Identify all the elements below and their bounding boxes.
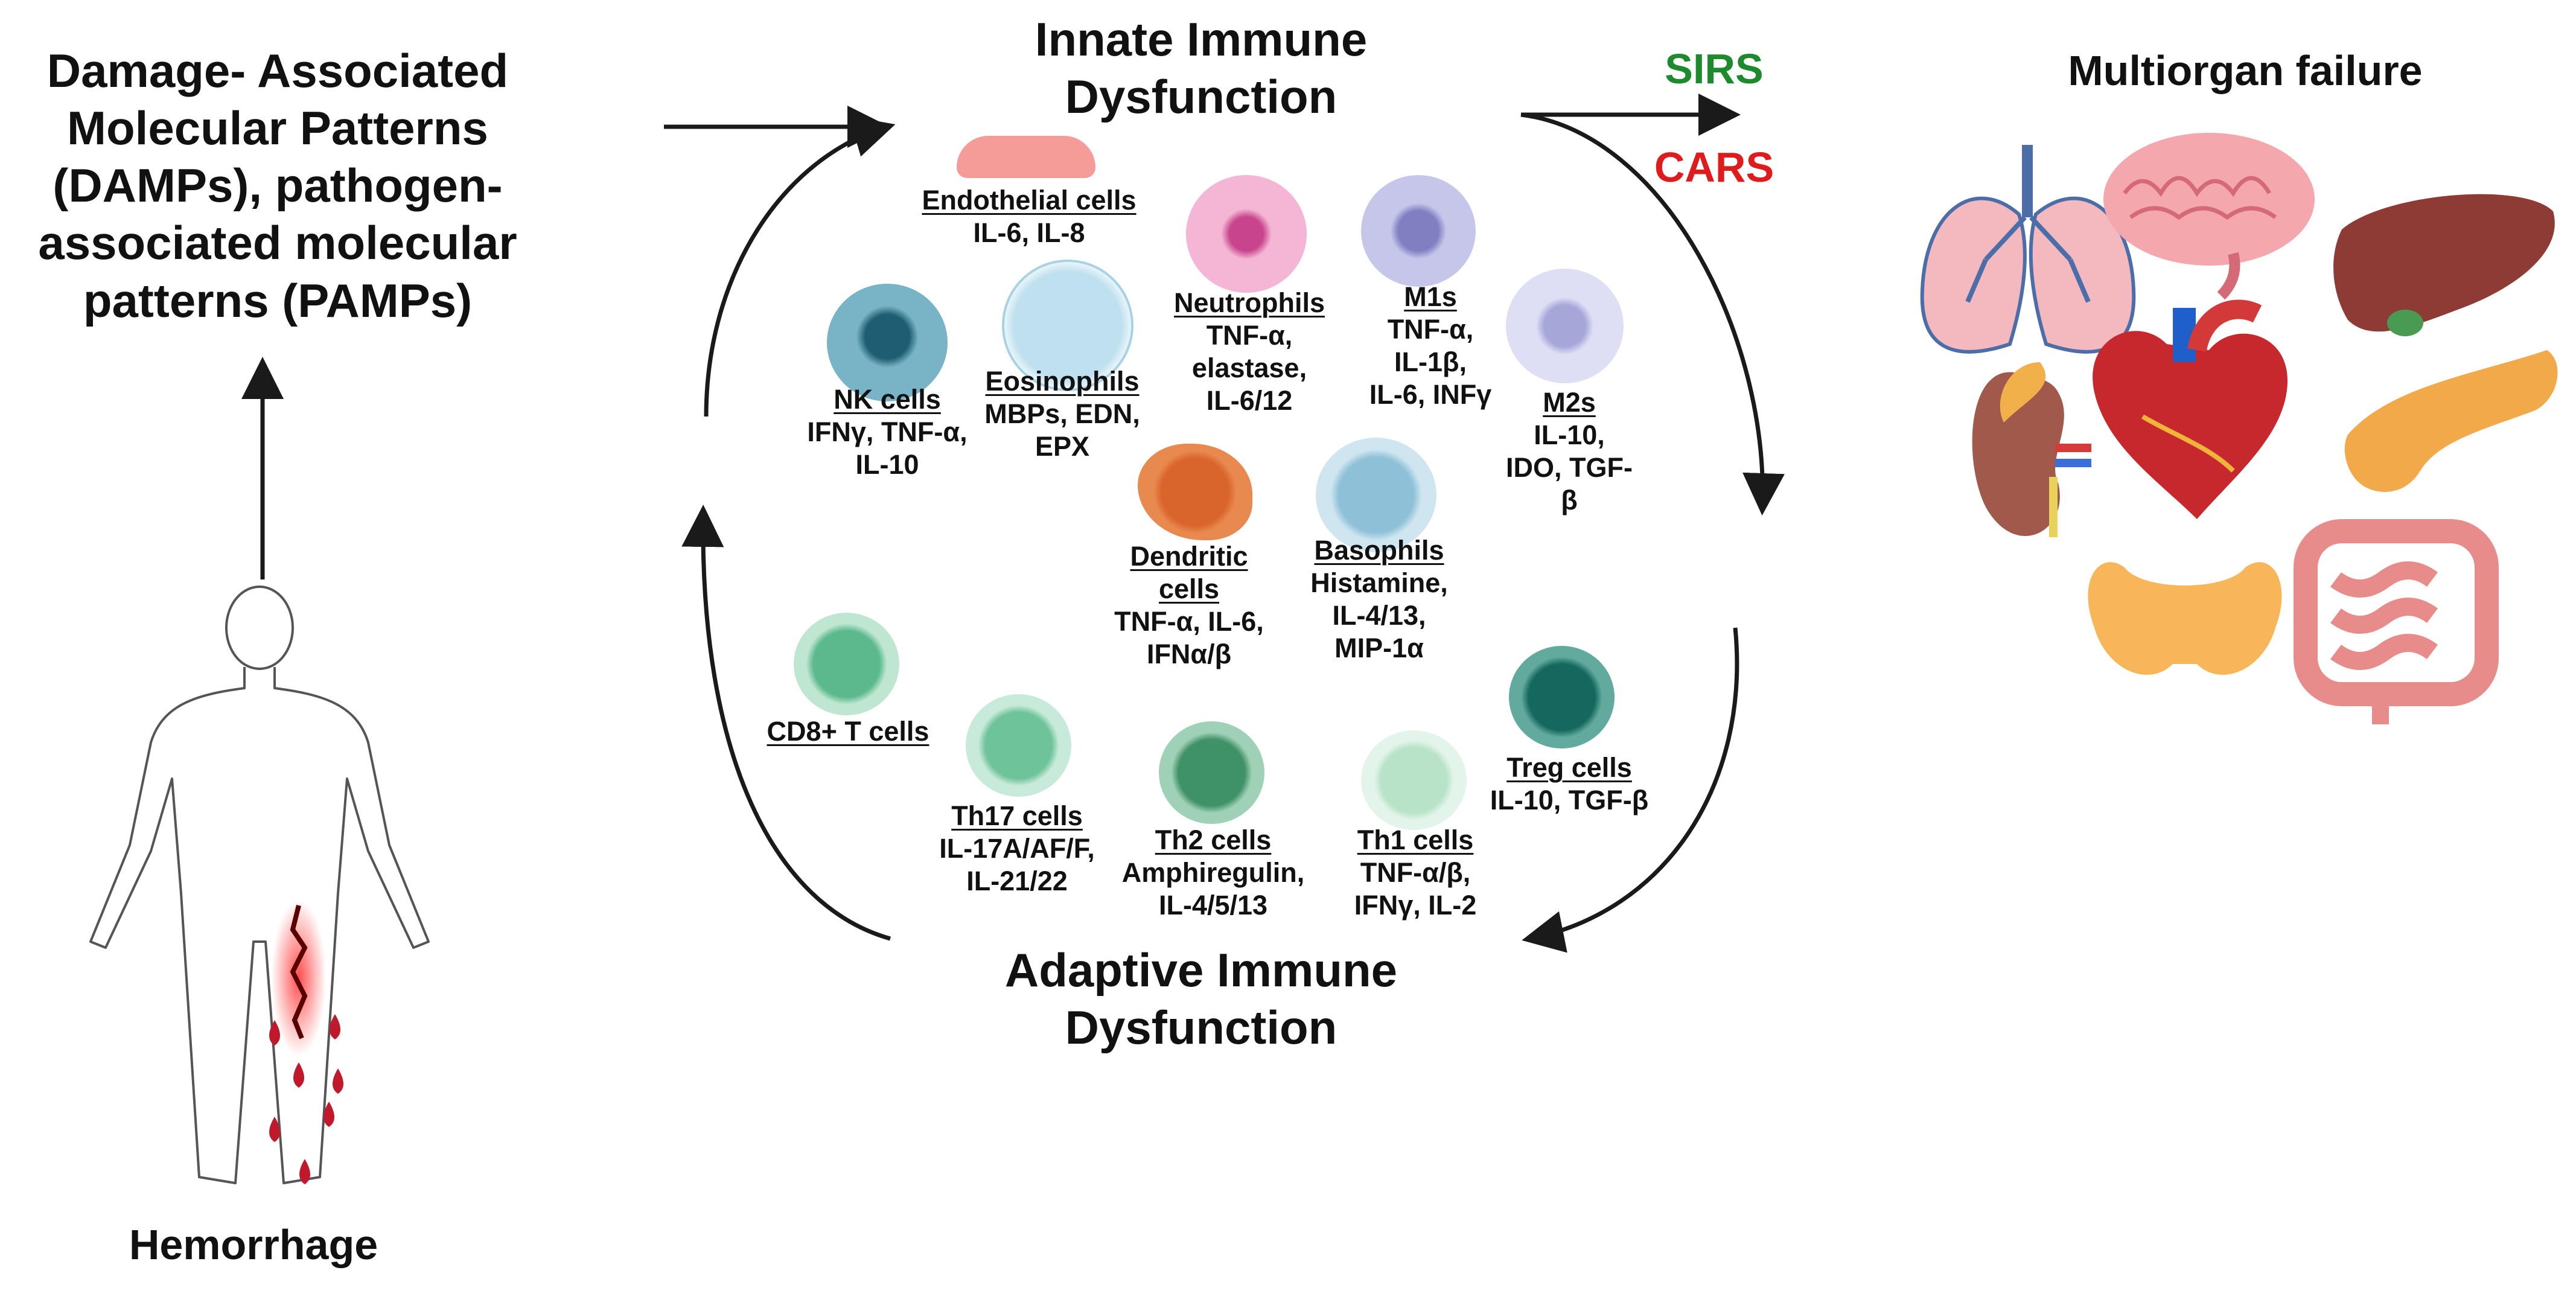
cell-cytokines: IL-10, TGF-β	[1490, 785, 1649, 815]
th17-cells-label: Th17 cells IL-17A/AF/F, IL-21/22	[917, 800, 1117, 898]
lungs-icon	[1920, 145, 2136, 354]
eosinophil-icon	[1002, 260, 1133, 391]
neutrophils-label: Neutrophils TNF-α, elastase, IL-6/12	[1153, 287, 1346, 417]
th1-cells-label: Th1 cells TNF-α/β, IFNγ, IL-2	[1328, 824, 1503, 922]
arrow-right-arc-top	[1520, 112, 1785, 515]
m2s-label: M2s IL-10, IDO, TGF- β	[1497, 386, 1642, 517]
cell-name: Eosinophils	[985, 366, 1140, 397]
heart-icon	[2093, 299, 2287, 519]
arrow-left-arc-top	[704, 116, 896, 417]
cell-cytokines: IFNγ, TNF-α, IL-10	[807, 417, 968, 480]
hemorrhage-label: Hemorrhage	[129, 1221, 378, 1268]
eosinophils-label: Eosinophils MBPs, EDN, EPX	[966, 365, 1159, 463]
m1-macrophage-icon	[1361, 175, 1476, 287]
hemorrhage-wound-icon	[269, 899, 343, 1184]
cell-name: Dendritic cells	[1130, 541, 1248, 604]
cell-cytokines: MBPs, EDN, EPX	[984, 398, 1140, 462]
cell-name: Th1 cells	[1357, 825, 1474, 855]
cell-name: CD8+ T cells	[767, 716, 929, 747]
cell-name: Th2 cells	[1155, 825, 1272, 855]
cell-name: Th17 cells	[951, 800, 1083, 831]
th2-cell-icon	[1159, 721, 1264, 824]
cell-cytokines: Amphiregulin, IL-4/5/13	[1121, 857, 1305, 921]
liver-icon	[2333, 194, 2555, 336]
cell-cytokines: TNF-α/β, IFNγ, IL-2	[1354, 857, 1477, 921]
arrow-right-arc-bottom	[1522, 627, 1739, 953]
nk-cell-icon	[827, 284, 948, 401]
treg-cell-icon	[1509, 646, 1615, 748]
th2-cells-label: Th2 cells Amphiregulin, IL-4/5/13	[1111, 824, 1316, 922]
cell-name: Neutrophils	[1173, 287, 1325, 318]
basophils-label: Basophils Histamine, IL-4/13, MIP-1α	[1289, 534, 1470, 665]
cell-name: Treg cells	[1506, 752, 1632, 783]
basophil-icon	[1316, 438, 1436, 552]
sirs-label: SIRS	[1665, 45, 1764, 92]
human-body-icon	[89, 586, 430, 1184]
cell-cytokines: TNF-α, elastase, IL-6/12	[1191, 320, 1307, 416]
endothelial-cell-icon	[957, 136, 1095, 178]
neutrophil-icon	[1186, 175, 1307, 293]
cell-cytokines: Histamine, IL-4/13, MIP-1α	[1310, 567, 1448, 663]
damps-pamps-label: Damage- Associated Molecular Patterns (D…	[38, 44, 517, 327]
m2-macrophage-icon	[1506, 269, 1624, 383]
thyroid-icon	[2088, 562, 2282, 675]
cell-name: NK cells	[834, 384, 941, 415]
intestine-icon	[2294, 519, 2499, 724]
treg-cells-label: Treg cells IL-10, TGF-β	[1467, 752, 1672, 817]
cell-name: Basophils	[1314, 535, 1444, 566]
kidney-icon	[1972, 362, 2091, 537]
cell-name: M1s	[1404, 281, 1457, 312]
nk-cells-label: NK cells IFNγ, TNF-α, IL-10	[785, 383, 990, 481]
adaptive-immune-dysfunction-title: Adaptive Immune Dysfunction	[1004, 943, 1398, 1055]
pancreas-icon	[2344, 350, 2558, 492]
cell-cytokines: IL-10, IDO, TGF- β	[1506, 420, 1633, 515]
brain-icon	[2103, 133, 2315, 300]
endothelial-cells-label: Endothelial cells IL-6, IL-8	[902, 184, 1156, 249]
multiorgan-failure-title: Multiorgan failure	[2068, 47, 2423, 94]
th17-cell-icon	[966, 694, 1071, 797]
innate-immune-dysfunction-title: Innate Immune Dysfunction	[1035, 13, 1368, 124]
dendritic-cells-label: Dendritic cells TNF-α, IL-6, IFNα/β	[1092, 540, 1286, 671]
dendritic-cell-icon	[1138, 444, 1252, 540]
arrow-left-arc-bottom	[681, 505, 891, 941]
m1s-label: M1s TNF-α, IL-1β, IL-6, INFγ	[1349, 281, 1512, 411]
cell-cytokines: IL-6, IL-8	[973, 217, 1085, 248]
cell-cytokines: IL-17A/AF/F, IL-21/22	[939, 833, 1095, 896]
cell-cytokines: TNF-α, IL-1β, IL-6, INFγ	[1369, 314, 1492, 410]
cell-name: M2s	[1543, 387, 1596, 418]
th1-cell-icon	[1361, 730, 1467, 830]
cd8-t-cells-label: CD8+ T cells	[745, 715, 951, 748]
cars-label: CARS	[1654, 144, 1774, 191]
cell-cytokines: TNF-α, IL-6, IFNα/β	[1114, 606, 1264, 669]
cell-name: Endothelial cells	[922, 185, 1137, 215]
cd8-t-cell-icon	[794, 613, 899, 715]
